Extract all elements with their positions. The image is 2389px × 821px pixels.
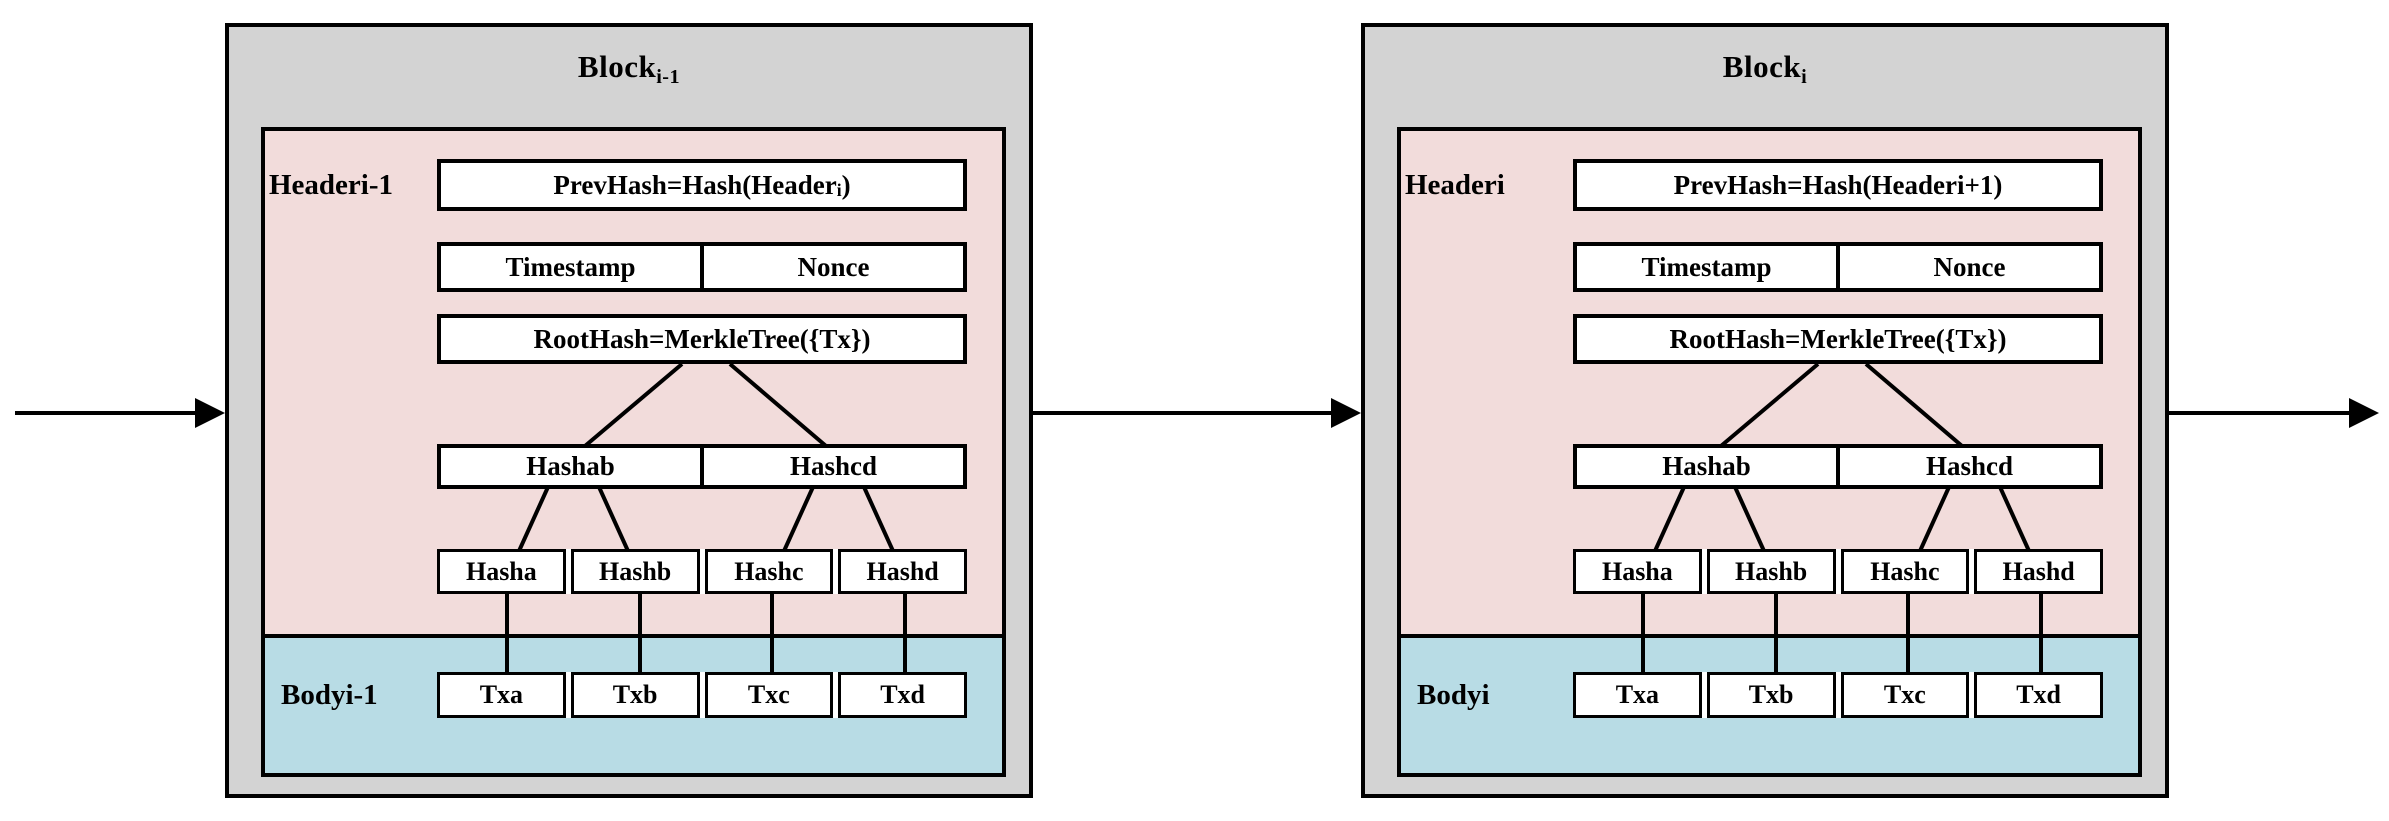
hashc-box: Hashc [704, 549, 834, 594]
arrow-head-icon [195, 398, 225, 428]
transaction-row: Txa Txb Txc Txd [1573, 672, 2103, 718]
merkle-level1-row: Hashab Hashcd [1573, 444, 2103, 489]
roothash-box: RootHash=MerkleTree({Tx}) [437, 314, 967, 364]
hashcd-box: Hashcd [1925, 451, 2014, 481]
txd-box: Txd [838, 672, 967, 718]
nonce-cell: Nonce [1933, 251, 2006, 282]
merkle-tree-connector-lines [505, 362, 907, 676]
prevhash-subscript: i [836, 179, 842, 200]
hashc-box: Hashc [1840, 549, 1970, 594]
hashb-box: Hashb [1706, 549, 1836, 594]
timestamp-nonce-box: Timestamp Nonce [437, 242, 967, 292]
block-i-1: Blocki-1 Headeri-1 Bodyi-1 [225, 23, 1033, 798]
merkle-tree-connector-lines [1641, 362, 2043, 676]
merkle-level1-row: Hashab Hashcd [437, 444, 967, 489]
block-title-base: Block [577, 49, 657, 84]
hasha-box: Hasha [1573, 549, 1702, 594]
merkle-leaf-row: Hasha Hashb Hashc Hashd [437, 549, 967, 594]
txb-box: Txb [570, 672, 700, 718]
block-title: Blocki-1 [229, 49, 1029, 89]
block-inner-container: Headeri Bodyi PrevHash=Hash(Headeri+1) T… [1397, 127, 2142, 777]
arrow-shaft [15, 411, 197, 415]
hashb-box: Hashb [570, 549, 700, 594]
body-label: Bodyi [1417, 678, 1490, 711]
txc-box: Txc [704, 672, 834, 718]
roothash-box: RootHash=MerkleTree({Tx}) [1573, 314, 2103, 364]
hasha-box: Hasha [437, 549, 566, 594]
prevhash-box: PrevHash=Hash(Headeri+1) [1573, 159, 2103, 211]
timestamp-cell: Timestamp [441, 246, 704, 288]
prevhash-text: PrevHash=Hash(Headeri+1) [1673, 169, 2003, 200]
prevhash-text-close: ) [841, 169, 851, 200]
hashab-box: Hashab [1577, 448, 1840, 485]
chain-arrow-incoming [15, 398, 225, 428]
arrow-shaft [2169, 411, 2351, 415]
hashd-box: Hashd [838, 549, 967, 594]
timestamp-cell: Timestamp [1577, 246, 1840, 288]
txd-box: Txd [1974, 672, 2103, 718]
block-i: Blocki Headeri Bodyi Pre [1361, 23, 2169, 798]
block-title-subscript: i-1 [656, 66, 681, 89]
txa-box: Txa [1573, 672, 1702, 718]
chain-arrow-between-blocks [1033, 398, 1361, 428]
nonce-cell: Nonce [797, 251, 870, 282]
body-label: Bodyi-1 [281, 678, 378, 711]
prevhash-text: PrevHash=Hash(Header [553, 169, 837, 200]
block-title-base: Block [1722, 49, 1802, 84]
txc-box: Txc [1840, 672, 1970, 718]
merkle-leaf-row: Hasha Hashb Hashc Hashd [1573, 549, 2103, 594]
chain-arrow-outgoing [2169, 398, 2379, 428]
timestamp-nonce-box: Timestamp Nonce [1573, 242, 2103, 292]
arrow-shaft [1033, 411, 1333, 415]
header-label: Headeri [1405, 168, 1505, 201]
block-title: Blocki [1365, 49, 2165, 89]
hashd-box: Hashd [1974, 549, 2103, 594]
arrow-head-icon [2349, 398, 2379, 428]
block-title-subscript: i [1801, 66, 1808, 89]
arrow-head-icon [1331, 398, 1361, 428]
transaction-row: Txa Txb Txc Txd [437, 672, 967, 718]
txb-box: Txb [1706, 672, 1836, 718]
header-label: Headeri-1 [269, 168, 394, 201]
hashab-box: Hashab [441, 448, 704, 485]
txa-box: Txa [437, 672, 566, 718]
hashcd-box: Hashcd [789, 451, 878, 481]
